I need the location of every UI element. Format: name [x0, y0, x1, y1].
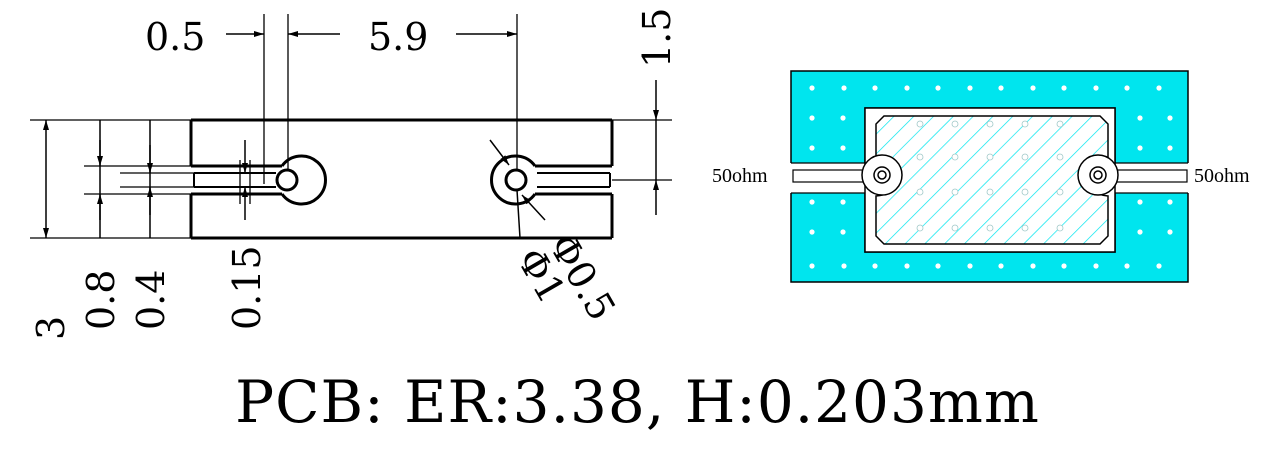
dim-line-width: 0.4 — [129, 270, 173, 330]
via-dot — [1030, 263, 1036, 269]
via-pads — [861, 154, 1119, 196]
via-dot — [1137, 199, 1143, 205]
via-dot — [998, 85, 1004, 91]
via-dot — [935, 85, 941, 91]
via-dot — [872, 85, 878, 91]
via-dot — [1137, 115, 1143, 121]
via-dot — [916, 224, 924, 232]
via-dot — [1056, 188, 1064, 196]
via-dot — [1030, 85, 1036, 91]
feed-strips — [792, 169, 1188, 183]
dim-slot-gap: 0.15 — [225, 245, 269, 330]
via-dot — [986, 153, 994, 161]
mechanical-drawing — [30, 14, 672, 240]
via-dot — [809, 85, 815, 91]
cavity-hatch — [875, 115, 1109, 245]
via-dot — [904, 85, 910, 91]
dim-gap-width: 0.5 — [145, 15, 205, 59]
dim-slot-height: 0.8 — [79, 270, 123, 330]
via-dot — [872, 263, 878, 269]
port-left-label: 50ohm — [712, 165, 768, 187]
via-dot — [1061, 85, 1067, 91]
via-dot — [809, 229, 815, 235]
via-dot — [840, 145, 846, 151]
via-dot — [840, 229, 846, 235]
via-dot — [809, 145, 815, 151]
via-dot — [951, 224, 959, 232]
via-dot — [809, 115, 815, 121]
via-dot — [1056, 120, 1064, 128]
via-dot — [840, 199, 846, 205]
feed-lines — [193, 168, 611, 192]
via-dot — [986, 188, 994, 196]
via-dot — [967, 263, 973, 269]
pcb-spec-caption: PCB: ER:3.38, H:0.203mm — [235, 368, 1040, 436]
dimension-lines — [43, 31, 659, 239]
via-dot — [998, 263, 1004, 269]
via-dot — [1124, 85, 1130, 91]
via-dot — [935, 263, 941, 269]
via-dot — [1021, 188, 1029, 196]
dim-top-margin: 1.5 — [635, 8, 679, 68]
board-outline — [189, 118, 614, 240]
via-dot — [967, 85, 973, 91]
via-dot — [1093, 85, 1099, 91]
via-dot — [951, 153, 959, 161]
extension-lines — [30, 14, 672, 239]
via-dot — [904, 263, 910, 269]
via-dot — [1021, 224, 1029, 232]
via-dot — [916, 120, 924, 128]
via-dot — [1137, 145, 1143, 151]
via-dot — [1056, 153, 1064, 161]
via-dot — [1021, 153, 1029, 161]
via-dot — [1124, 263, 1130, 269]
dim-feed-length: 5.9 — [368, 15, 428, 59]
via-dot — [840, 115, 846, 121]
via-dot — [951, 188, 959, 196]
via-dot — [916, 153, 924, 161]
via-dot — [1167, 145, 1173, 151]
via-dot — [1167, 229, 1173, 235]
via-dot — [809, 263, 815, 269]
via-dot — [1156, 263, 1162, 269]
via-dot — [916, 188, 924, 196]
via-dot — [1167, 199, 1173, 205]
via-dot-grid — [809, 85, 1173, 269]
via-dot — [1167, 115, 1173, 121]
dim-via-leader — [521, 194, 546, 221]
port-right-label: 50ohm — [1194, 165, 1250, 187]
cavity-dot-grid — [916, 120, 1064, 232]
via-dot — [986, 120, 994, 128]
via-dot — [841, 263, 847, 269]
via-dot — [1061, 263, 1067, 269]
via-dot — [951, 120, 959, 128]
via-dot — [1021, 120, 1029, 128]
via-dot — [1156, 85, 1162, 91]
via-dot — [1137, 229, 1143, 235]
via-dot — [809, 199, 815, 205]
via-dot — [1056, 224, 1064, 232]
dim-board-width: 3 — [29, 316, 73, 340]
via-dot — [841, 85, 847, 91]
via-dot — [1093, 263, 1099, 269]
pcb-layout-view — [780, 70, 1200, 283]
via-dot — [986, 224, 994, 232]
